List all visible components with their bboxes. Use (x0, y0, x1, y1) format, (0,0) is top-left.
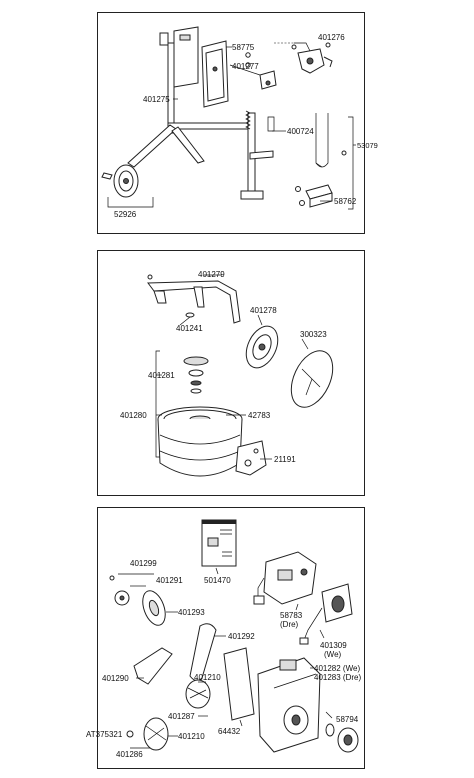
yoke-drawing (147, 274, 241, 324)
label-401280: 401280 (120, 411, 147, 420)
drum-support-drawing (235, 440, 267, 476)
motor-exploded-diagram: 401299 401291 401293 501470 58783 (Dre) … (86, 519, 361, 759)
large-pulley-drawing (142, 590, 166, 626)
label-401281: 401281 (148, 371, 175, 380)
label-58783: 58783 (280, 611, 303, 620)
frame-exploded-diagram: 58775 401276 401277 401275 400724 53079 … (101, 26, 378, 219)
label-64432: 64432 (218, 727, 241, 736)
fan-pulley-drawing (109, 575, 130, 606)
label-401283-dre: 401283 (Dre) (314, 673, 361, 682)
label-401210-lower: 401210 (178, 732, 205, 741)
label-401276: 401276 (318, 33, 345, 42)
label-58762: 58762 (334, 197, 357, 206)
label-401278: 401278 (250, 306, 277, 315)
bearing-stack-drawing (183, 356, 209, 394)
small-bracket-drawing (245, 52, 277, 90)
frame-panel: 58775 401276 401277 401275 400724 53079 … (97, 12, 378, 234)
label-at375321: AT375321 (86, 730, 123, 739)
wheel-drawing (101, 164, 139, 198)
label-401286: 401286 (116, 750, 143, 759)
label-401299: 401299 (130, 559, 157, 568)
drum-exploded-diagram: 401279 401278 401241 300323 401281 40128… (120, 270, 334, 477)
drum-drawing (157, 406, 243, 477)
handwheel-drawing (245, 325, 279, 369)
label-501470: 501470 (204, 576, 231, 585)
label-401241: 401241 (176, 324, 203, 333)
clamp-bracket-drawing (291, 42, 333, 74)
switch-box-drawing (253, 551, 317, 605)
manual-booklet-drawing (201, 519, 237, 567)
label-401210-upper: 401210 (194, 673, 221, 682)
u-bracket-drawing (315, 113, 347, 168)
label-401293: 401293 (178, 608, 205, 617)
label-401309-we: (We) (324, 650, 342, 659)
label-58783-dre: (Dre) (280, 620, 299, 629)
gasket-drawing (223, 647, 255, 721)
motor-bracket-drawing (133, 647, 173, 685)
label-58794: 58794 (336, 715, 359, 724)
label-401309: 401309 (320, 641, 347, 650)
label-21191: 21191 (274, 455, 296, 464)
ring-drawing (185, 312, 195, 318)
label-401292: 401292 (228, 632, 255, 641)
label-58775: 58775 (232, 43, 255, 52)
motor-panel: 401299 401291 401293 501470 58783 (Dre) … (86, 507, 365, 769)
label-300323: 300323 (300, 330, 327, 339)
label-401282-we: 401282 (We) (314, 664, 360, 673)
label-53079: 53079 (357, 141, 378, 150)
drum-panel: 401279 401278 401241 300323 401281 40128… (97, 250, 365, 496)
motor-housing-drawing (257, 657, 359, 753)
label-42783: 42783 (248, 411, 271, 420)
label-401290: 401290 (102, 674, 129, 683)
rotor-drawing (126, 679, 211, 751)
label-401291: 401291 (156, 576, 183, 585)
label-400724: 400724 (287, 127, 314, 136)
plug-socket-drawing (299, 583, 353, 645)
label-401287: 401287 (168, 712, 195, 721)
handle-plate-drawing (173, 26, 229, 108)
label-401279: 401279 (198, 270, 225, 279)
label-52926: 52926 (114, 210, 137, 219)
foot-bracket-drawing (295, 184, 333, 208)
stand-frame-drawing (127, 32, 274, 200)
label-401275: 401275 (143, 95, 170, 104)
label-401277: 401277 (232, 62, 259, 71)
belt-drawing (189, 623, 217, 682)
steering-ring-drawing (290, 350, 334, 408)
